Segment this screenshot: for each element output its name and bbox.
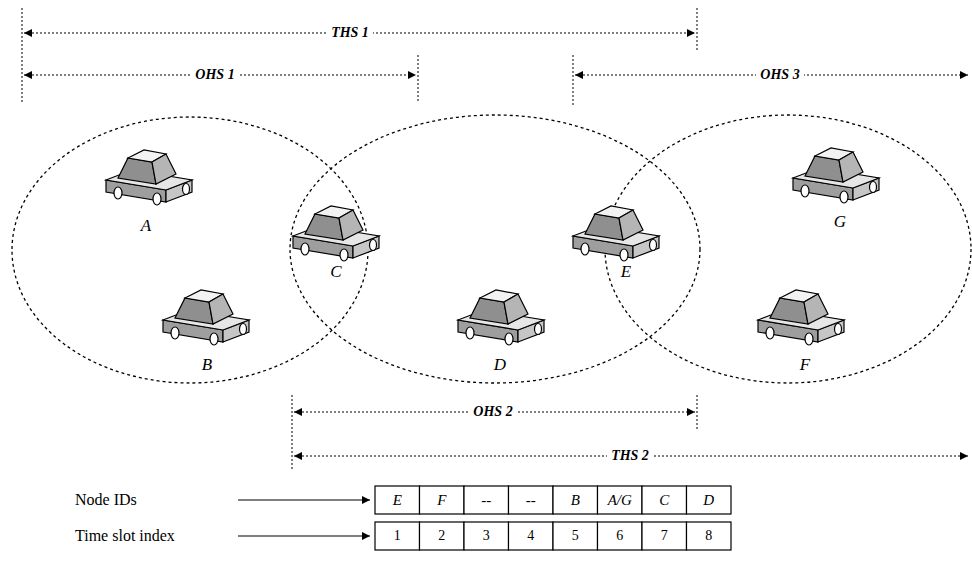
table-cell-text: 1 bbox=[394, 528, 401, 543]
node-label: G bbox=[834, 213, 846, 232]
table-cell bbox=[464, 486, 509, 514]
node-label: D bbox=[494, 356, 506, 375]
table-cell-text: A/G bbox=[608, 492, 632, 509]
car-icon bbox=[573, 206, 659, 261]
table-cell bbox=[642, 522, 687, 550]
table-cell bbox=[420, 522, 465, 550]
table-cell bbox=[553, 522, 598, 550]
node-label: A bbox=[141, 217, 151, 236]
table-cell bbox=[375, 522, 420, 550]
table-cell-text: F bbox=[437, 492, 446, 509]
table-cell-text: 7 bbox=[661, 528, 668, 543]
table-cell bbox=[375, 486, 420, 514]
table-cell-text: 4 bbox=[527, 528, 534, 543]
car-icon bbox=[758, 290, 844, 345]
boundary-line bbox=[697, 8, 698, 52]
table-cell-text: 8 bbox=[705, 528, 712, 543]
node-label: C bbox=[330, 263, 341, 282]
table-cell bbox=[509, 486, 554, 514]
span-label: THS 2 bbox=[607, 448, 653, 463]
span-label: OHS 2 bbox=[469, 404, 516, 419]
table-cell-text: -- bbox=[526, 492, 536, 509]
span-label: OHS 1 bbox=[191, 67, 238, 82]
table-cell bbox=[464, 522, 509, 550]
table-cell bbox=[509, 522, 554, 550]
car-icon bbox=[293, 206, 379, 261]
boundary-line bbox=[22, 8, 23, 102]
span-label: THS 1 bbox=[327, 25, 373, 40]
car-icon bbox=[458, 290, 544, 345]
range-ellipse bbox=[605, 115, 971, 383]
table-cell bbox=[420, 486, 465, 514]
table-cell-text: -- bbox=[481, 492, 491, 509]
range-ellipse bbox=[290, 115, 700, 383]
table-cell-text: 2 bbox=[438, 528, 445, 543]
table-cell-text: C bbox=[659, 492, 669, 509]
row-label: Time slot index bbox=[75, 527, 175, 545]
table-cell-text: 6 bbox=[616, 528, 623, 543]
table-cell bbox=[553, 486, 598, 514]
table-cell bbox=[687, 522, 732, 550]
table-cell bbox=[687, 486, 732, 514]
table-cell-text: E bbox=[393, 492, 402, 509]
node-label: E bbox=[621, 263, 631, 282]
pointer-arrow bbox=[238, 499, 370, 500]
boundary-line bbox=[418, 55, 419, 102]
boundary-line bbox=[292, 395, 293, 470]
node-label: B bbox=[202, 356, 212, 375]
pointer-arrow bbox=[238, 535, 370, 536]
car-icon bbox=[793, 148, 879, 203]
table-cell-text: B bbox=[571, 492, 580, 509]
boundary-line bbox=[573, 55, 574, 105]
table-cell-text: 5 bbox=[572, 528, 579, 543]
row-label: Node IDs bbox=[75, 491, 137, 509]
node-label: F bbox=[800, 356, 810, 375]
table-cell bbox=[598, 486, 643, 514]
table-cell bbox=[642, 486, 687, 514]
table-cell-text: D bbox=[703, 492, 714, 509]
table-cell bbox=[598, 522, 643, 550]
span-label: OHS 3 bbox=[756, 67, 803, 82]
car-icon bbox=[163, 290, 249, 345]
car-icon bbox=[106, 150, 192, 205]
boundary-line bbox=[697, 395, 698, 430]
table-cell-text: 3 bbox=[483, 528, 490, 543]
